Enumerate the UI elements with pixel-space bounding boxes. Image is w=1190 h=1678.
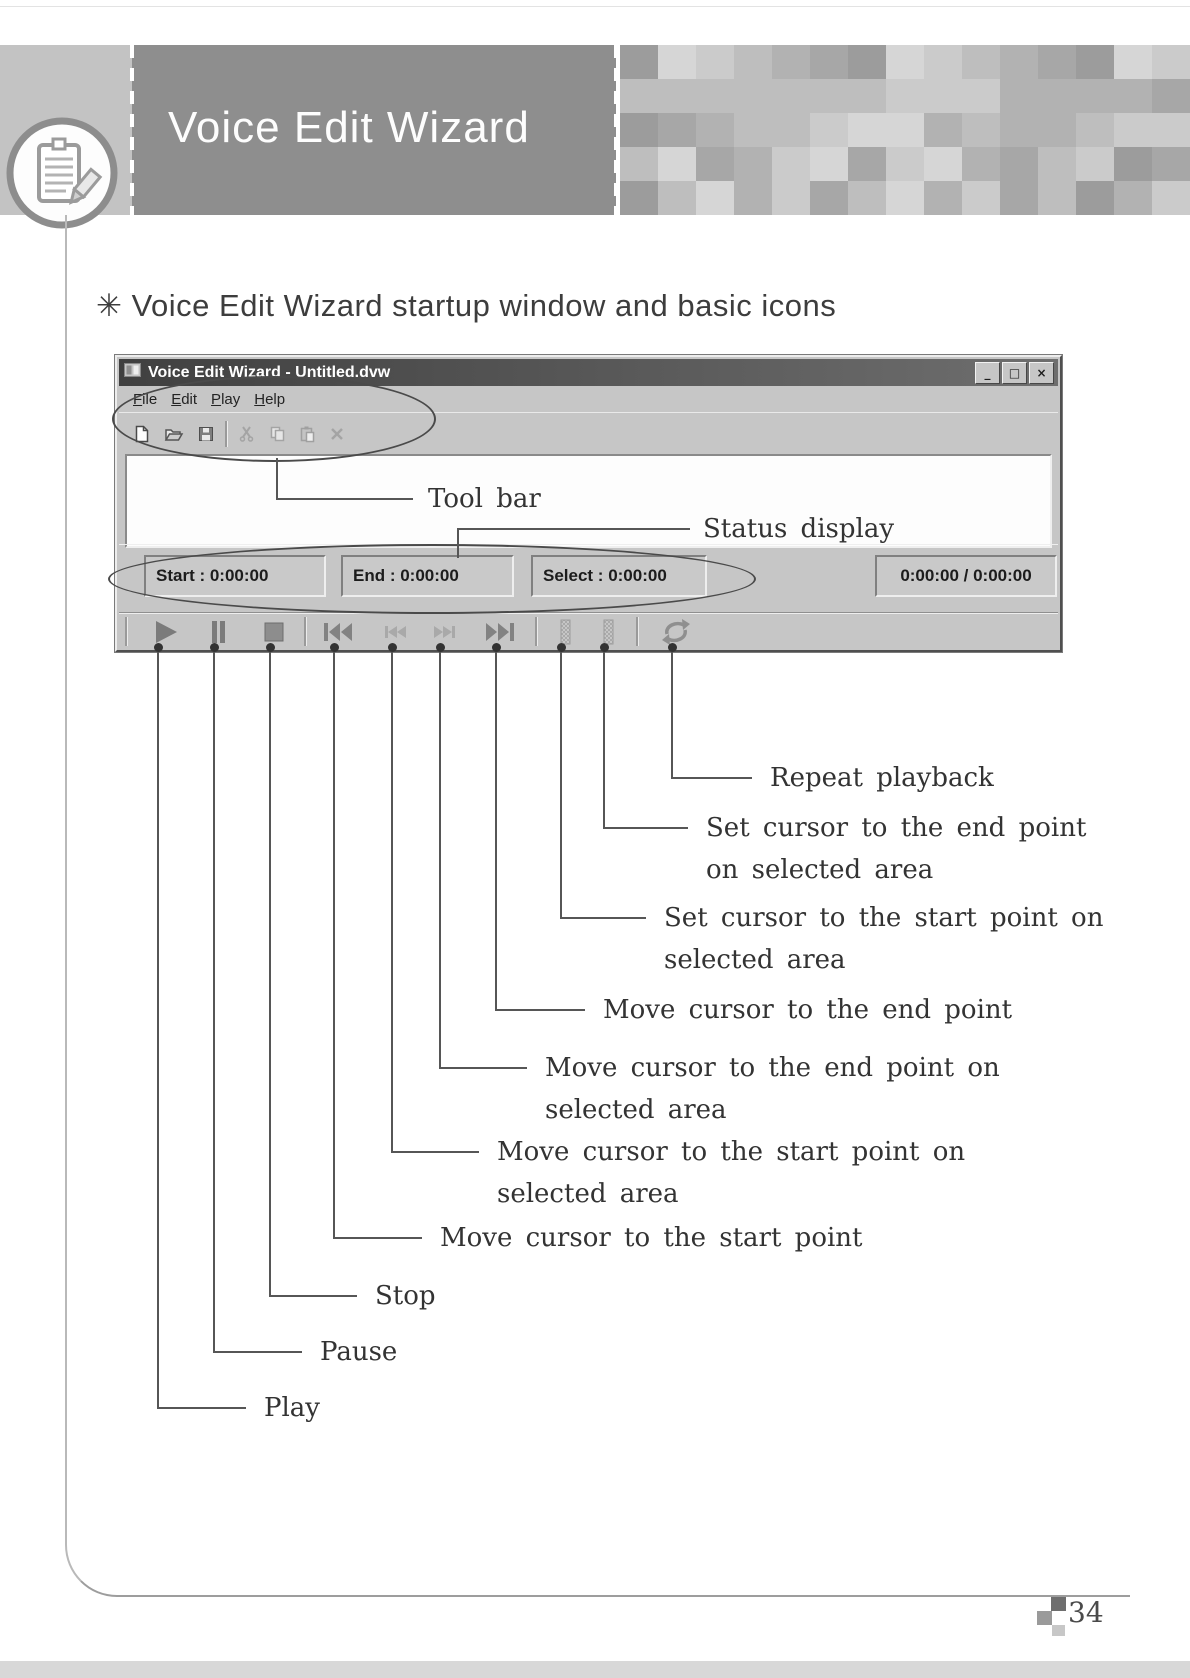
pagenum-pixel-mid: [1037, 1611, 1052, 1625]
status-start: Start : 0:00:00: [144, 555, 326, 597]
app-icon: [124, 363, 141, 382]
banner-title: Voice Edit Wizard: [168, 103, 530, 152]
banner-dashed-divider: [614, 45, 618, 215]
status-bar: Start : 0:00:00 End : 0:00:00 Select : 0…: [119, 544, 1058, 613]
play-button[interactable]: [140, 616, 188, 648]
banner-title-box: Voice Edit Wizard: [132, 45, 616, 215]
window-titlebar[interactable]: Voice Edit Wizard - Untitled.dvw _ □ ×: [119, 359, 1058, 386]
skip-to-start-button[interactable]: [314, 616, 362, 648]
page-top-edge: [0, 6, 1190, 7]
menu-help[interactable]: Help: [254, 390, 286, 408]
transport-separator: [125, 617, 128, 646]
pagenum-pixel-light: [1052, 1625, 1065, 1636]
stop-button[interactable]: [250, 616, 298, 648]
banner-dashed-divider: [130, 45, 134, 215]
page-bottom-strip: [0, 1661, 1190, 1678]
pagenum-pixel-dark: [1051, 1597, 1066, 1611]
minimize-button[interactable]: _: [975, 362, 1000, 384]
content-frame: [65, 215, 1130, 1597]
save-icon[interactable]: [193, 421, 219, 447]
set-start-marker-button[interactable]: [542, 616, 588, 648]
copy-icon[interactable]: [264, 421, 290, 447]
menu-file[interactable]: File: [133, 390, 158, 408]
paste-icon[interactable]: [294, 421, 320, 447]
repeat-button[interactable]: [652, 616, 700, 648]
tool-bar: [119, 412, 1058, 455]
transport-separator: [636, 617, 639, 646]
transport-separator: [304, 617, 307, 646]
page-heading: ✳ Voice Edit Wizard startup window and b…: [96, 288, 837, 323]
window-title: Voice Edit Wizard - Untitled.dvw: [148, 363, 391, 381]
page-number: 34: [1068, 1596, 1104, 1629]
header-banner: Voice Edit Wizard: [0, 45, 1190, 229]
forward-selected-button[interactable]: [420, 616, 468, 648]
maximize-button[interactable]: □: [1002, 362, 1027, 384]
set-end-marker-button[interactable]: [585, 616, 631, 648]
open-folder-icon[interactable]: [161, 421, 187, 447]
pause-button[interactable]: [194, 616, 242, 648]
status-select: Select : 0:00:00: [531, 555, 707, 597]
transport-separator: [535, 617, 538, 646]
voice-edit-wizard-window: Voice Edit Wizard - Untitled.dvw _ □ × F…: [114, 354, 1063, 653]
waveform-display: [125, 454, 1052, 548]
status-end: End : 0:00:00: [341, 555, 514, 597]
menu-edit[interactable]: Edit: [171, 390, 198, 408]
menu-bar: File Edit Play Help: [119, 386, 1058, 412]
menu-play[interactable]: Play: [211, 390, 241, 408]
clipboard-pencil-icon: [6, 117, 118, 234]
skip-to-end-button[interactable]: [476, 616, 524, 648]
new-document-icon[interactable]: [129, 421, 155, 447]
status-position: 0:00:00 / 0:00:00: [875, 555, 1057, 597]
cut-icon[interactable]: [234, 421, 260, 447]
delete-icon[interactable]: [324, 421, 350, 447]
close-button[interactable]: ×: [1029, 362, 1054, 384]
rewind-selected-button[interactable]: [372, 616, 420, 648]
banner-mosaic-art: [620, 45, 1190, 215]
toolbar-separator: [225, 421, 228, 447]
transport-bar: [119, 612, 1058, 651]
